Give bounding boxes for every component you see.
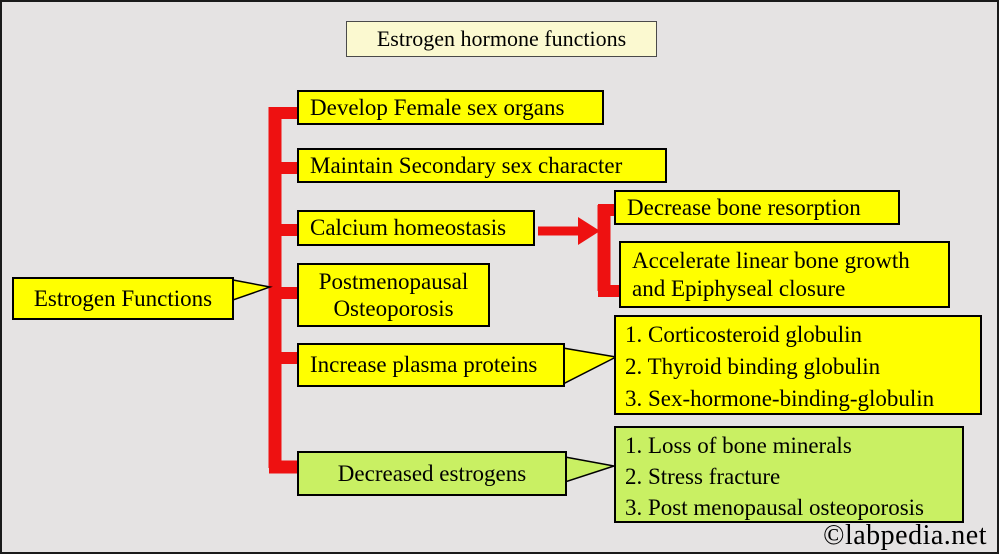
diagram-title: Estrogen hormone functions [376, 26, 627, 52]
decreased-callout-pointer [564, 456, 615, 484]
node-label: Increase plasma proteins [310, 352, 538, 378]
list-decreased-estrogen-effects: 1. Loss of bone minerals 2. Stress fract… [614, 426, 964, 523]
plasma-callout-pointer [562, 347, 619, 386]
node-label: Estrogen Functions [33, 285, 213, 311]
list-item: 3. Sex-hormone-binding-globulin [625, 386, 935, 411]
node-label: Accelerate linear bone growth and Epiphy… [632, 248, 910, 301]
node-maintain-secondary-sex-character: Maintain Secondary sex character [297, 148, 667, 183]
list-plasma-globulins: 1. Corticosteroid globulin 2. Thyroid bi… [614, 315, 982, 415]
node-decreased-estrogens: Decreased estrogens [297, 451, 567, 496]
node-calcium-homeostasis: Calcium homeostasis [297, 210, 535, 246]
list-item: 3. Post menopausal osteoporosis [625, 495, 924, 520]
node-label: Calcium homeostasis [310, 215, 507, 241]
list-item: 1. Loss of bone minerals [625, 433, 852, 458]
watermark-text: ©labpedia.net [823, 520, 987, 551]
node-label: Develop Female sex organs [310, 94, 565, 120]
node-increase-plasma-proteins: Increase plasma proteins [297, 343, 565, 387]
node-label: Postmenopausal Osteoporosis [318, 268, 469, 321]
node-accelerate-bone-growth: Accelerate linear bone growth and Epiphy… [619, 241, 950, 308]
node-estrogen-functions: Estrogen Functions [12, 277, 234, 320]
node-develop-female-sex-organs: Develop Female sex organs [297, 90, 604, 125]
root-callout-pointer [232, 279, 273, 302]
list-item: 2. Thyroid binding globulin [625, 354, 881, 379]
node-label: Decrease bone resorption [627, 194, 861, 220]
diagram-title-box: Estrogen hormone functions [346, 21, 657, 57]
node-label: Maintain Secondary sex character [310, 152, 623, 178]
list-item: 2. Stress fracture [625, 464, 781, 489]
list-item: 1. Corticosteroid globulin [625, 322, 863, 347]
node-postmenopausal-osteoporosis: Postmenopausal Osteoporosis [297, 263, 490, 327]
node-label: Decreased estrogens [337, 460, 527, 486]
node-decrease-bone-resorption: Decrease bone resorption [614, 190, 900, 225]
calcium-arrowhead [578, 217, 600, 245]
